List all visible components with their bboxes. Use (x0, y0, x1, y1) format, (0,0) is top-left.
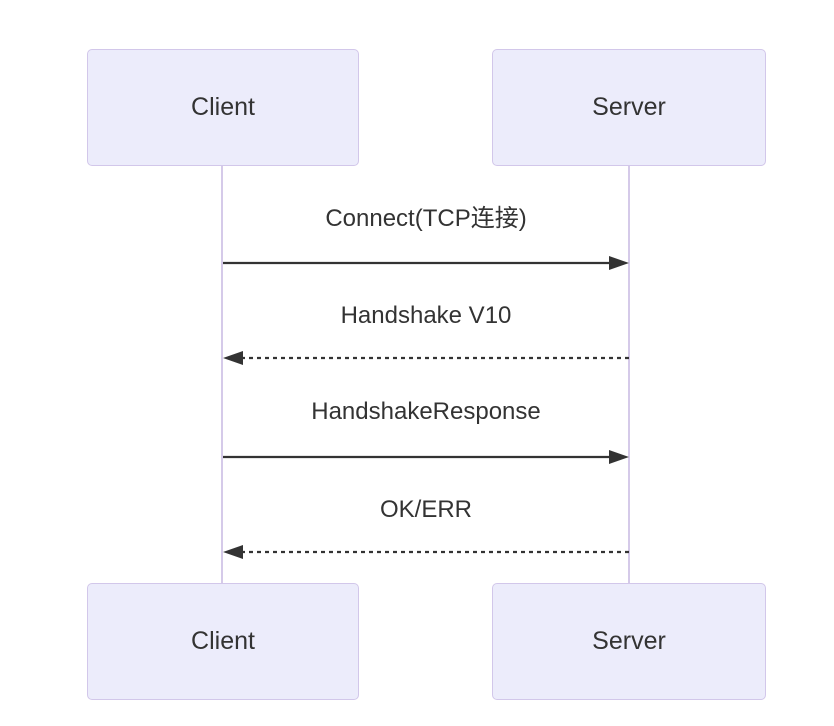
actor-label-client-bottom: Client (191, 627, 255, 655)
actor-box-server-bottom: Server (492, 583, 766, 700)
message-label-handshake-v10: Handshake V10 (340, 302, 512, 329)
arrow-connect (223, 256, 629, 270)
lifeline-server (628, 166, 630, 583)
actor-label-client-top: Client (191, 93, 255, 121)
actor-box-server-top: Server (492, 49, 766, 166)
lifeline-client (221, 166, 223, 583)
arrow-handshake-response (223, 450, 629, 464)
arrow-handshake-v10 (223, 351, 629, 365)
actor-label-server-top: Server (592, 93, 666, 121)
message-label-connect: Connect(TCP连接) (325, 205, 527, 232)
message-label-ok-err: OK/ERR (379, 496, 472, 523)
actor-label-server-bottom: Server (592, 627, 666, 655)
message-label-handshake-response: HandshakeResponse (311, 398, 541, 425)
actor-box-client-bottom: Client (87, 583, 359, 700)
actor-box-client-top: Client (87, 49, 359, 166)
arrow-ok-err (223, 545, 629, 559)
